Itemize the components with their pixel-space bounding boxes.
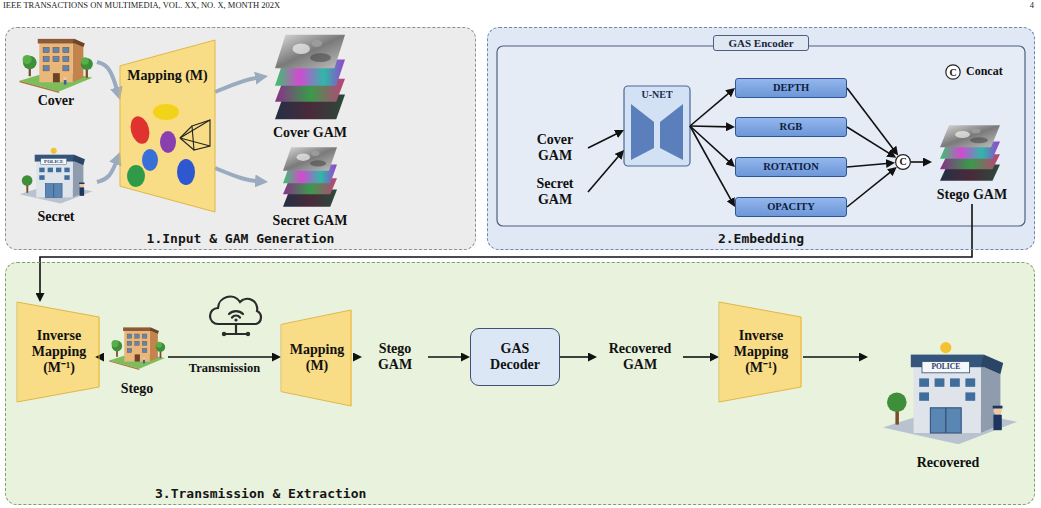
legend-text: Concat <box>966 65 1003 78</box>
arrow-connector <box>847 127 892 155</box>
mapping-trapezoid: Inverse Mapping (M⁻¹) <box>719 302 803 402</box>
map-text: Recovered GAM <box>597 341 683 372</box>
node-label: ROTATION <box>763 161 819 173</box>
arrow-connector <box>690 126 732 202</box>
stage-panel: 3.Transmission & Extraction Inverse Mappi… <box>5 262 1035 505</box>
arrow-connector <box>911 161 927 163</box>
node-label: GAS Decoder <box>475 341 555 372</box>
arrow-connector <box>588 132 619 148</box>
attribute-box: ROTATION <box>735 157 847 177</box>
scene-image: Stego GAM <box>932 122 1012 204</box>
node-label: Stego GAM <box>362 341 428 372</box>
sign-text: POLICE <box>44 159 63 165</box>
stage-panel: 1.Input & GAM Generation CoverSecret Mappi… <box>5 27 476 250</box>
attribute-box: RGB <box>735 117 847 137</box>
attribute-box: DEPTH <box>735 78 847 98</box>
node-label: OPACITY <box>767 201 815 213</box>
node-label: 2.Embedding <box>718 232 804 247</box>
arrow-connector <box>803 356 863 358</box>
mapping-trapezoid: Inverse Mapping (M⁻¹) <box>17 302 101 402</box>
node-label: Mapping (M) <box>285 342 349 373</box>
node-label: Secret GAM <box>273 213 348 229</box>
node-label: Stego <box>121 381 154 397</box>
symbol-letter: C <box>949 67 956 78</box>
arrow-connector <box>683 356 714 358</box>
node-label: Inverse Mapping (M⁻¹) <box>723 328 799 375</box>
mapping-trapezoid: Mapping (M) <box>120 40 215 212</box>
node-label: Cover GAM <box>273 125 347 141</box>
arrow-connector <box>428 356 465 358</box>
node-label: U-NET <box>641 89 672 100</box>
arrow-connector <box>690 91 731 126</box>
symbol-letter-box: C <box>949 67 956 78</box>
edge-label: Transmission <box>189 361 260 375</box>
running-header: IEEE TRANSACTIONS ON MULTIMEDIA, VOL. XX… <box>3 1 280 10</box>
node-label: Secret <box>37 209 74 225</box>
node-label: Mapping (M) <box>127 68 208 84</box>
scene-image: Secret <box>15 142 97 226</box>
running-header-box: IEEE TRANSACTIONS ON MULTIMEDIA, VOL. XX… <box>3 1 280 10</box>
edge-label-box: Transmission <box>189 361 260 375</box>
node-label: Cover GAM <box>522 132 588 163</box>
sign-text: POLICE <box>931 363 960 371</box>
arrow-connector <box>847 163 890 167</box>
node-label: Inverse Mapping (M⁻¹) <box>21 328 97 375</box>
node-label: Stego GAM <box>937 187 1007 203</box>
trapezoid-outline <box>120 40 215 212</box>
attribute-box: OPACITY <box>735 197 847 217</box>
sign-text-box: POLICE <box>44 159 63 165</box>
arrow-connector <box>690 126 731 163</box>
mapping-trapezoid: Mapping (M) <box>281 310 353 406</box>
scene-image: Cover GAM <box>268 30 352 142</box>
map-text: Stego GAM <box>362 341 428 372</box>
node-label: Secret GAM <box>522 176 588 207</box>
node-label: C <box>899 157 906 167</box>
node-label: GAS Encoder <box>713 35 808 51</box>
arrow-connector <box>847 170 893 207</box>
scene-image: Recovered <box>868 330 1028 472</box>
arrow-connector <box>215 168 260 181</box>
decoder-box: GAS Decoder <box>470 328 560 386</box>
page-number: 4 <box>1030 1 1034 10</box>
node-label: Cover <box>38 93 75 109</box>
scene-image: Secret GAM <box>268 144 352 230</box>
sign-text-box: POLICE <box>931 363 960 371</box>
arrow-connector <box>168 356 276 358</box>
stage-panel: 2.Embedding GAS EncoderCover GAM Secret GA… <box>487 27 1035 250</box>
scene-image: Cover <box>15 30 97 110</box>
node-label: Recovered <box>917 455 980 471</box>
node-label: 1.Input & GAM Generation <box>147 232 335 247</box>
arrow-connector <box>215 77 260 92</box>
node-label: 3.Transmission & Extraction <box>155 487 366 502</box>
node-label: Recovered GAM <box>597 341 683 372</box>
node-label: RGB <box>780 121 803 133</box>
page-number-box: 4 <box>1030 1 1034 10</box>
arrow-connector <box>40 204 972 297</box>
arrow-connector <box>97 159 117 182</box>
unet-block: U-NET <box>624 86 690 166</box>
arrow-connector <box>560 356 592 358</box>
arrow-connector <box>690 125 730 127</box>
arrow-connector <box>97 62 118 93</box>
map-text: Secret GAM <box>522 176 588 207</box>
concat-circle: C <box>895 154 911 170</box>
node-label: DEPTH <box>773 82 809 94</box>
arrow-connector <box>588 154 620 192</box>
map-text: Cover GAM <box>522 132 588 163</box>
arrow-connector <box>353 356 357 358</box>
arrow-connector <box>100 356 102 358</box>
scene-image: Stego <box>106 320 168 398</box>
